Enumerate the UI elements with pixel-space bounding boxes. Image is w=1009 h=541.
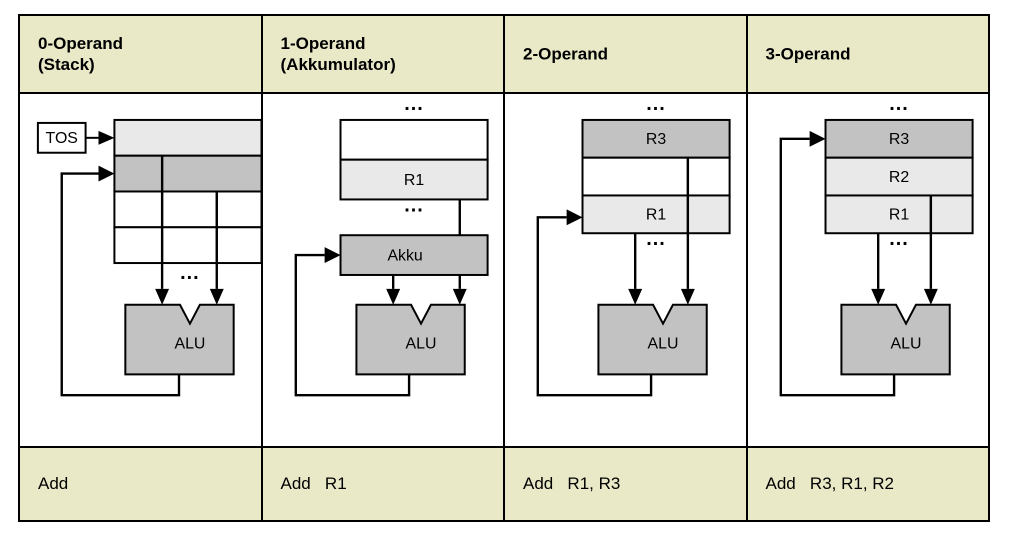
feedback-path: [294, 253, 410, 397]
stack-cell-0: [113, 118, 261, 157]
header-label-two-operand: 2-Operand: [523, 44, 609, 64]
register-cell-r1: [581, 194, 731, 235]
register-label-r3: R3: [646, 131, 666, 148]
feedback-arrowhead: [566, 209, 583, 226]
instruction-label-one-operand: Add R1: [280, 474, 347, 493]
feedback-path: [60, 172, 181, 397]
operand-arrowhead-left: [385, 288, 400, 305]
register-cell-r3: [824, 118, 974, 159]
comparison-table: 0-Operand (Stack) 1-Operand (Akkumulator…: [18, 14, 990, 522]
alu-label: ALU: [405, 336, 436, 353]
column-one-operand-header: 1-Operand (Akkumulator): [260, 16, 503, 92]
alu-shape: [124, 303, 235, 376]
header-label-three-operand: 3-Operand: [765, 44, 851, 64]
register-file-ellipsis-below: ...: [889, 228, 909, 250]
register-label-r2: R2: [888, 169, 908, 186]
register-file-ellipsis-below: ...: [404, 194, 424, 216]
register-cell-empty: [339, 118, 489, 161]
instruction-cell-zero-operand: Add: [20, 448, 261, 520]
accumulator-machine-diagram: ... R1 ... Akku: [294, 94, 489, 397]
alu-shape: [839, 303, 951, 376]
accumulator-box: [339, 234, 489, 276]
two-operand-machine-diagram: ... R3 R1 ...: [536, 94, 731, 397]
feedback-path: [779, 137, 895, 397]
feedback-arrowhead: [98, 165, 115, 182]
register-label-r1: R1: [646, 207, 666, 224]
register-cell-r3: [581, 118, 731, 159]
diagram-row: TOS ...: [20, 94, 988, 448]
tos-arrowhead: [98, 130, 115, 145]
diagram-two-operand: ... R3 R1 ...: [503, 94, 746, 446]
instruction-row: Add Add R1 Add R1, R3 Add R3, R1, R2: [20, 448, 988, 520]
instruction-label-three-operand: Add R3, R1, R2: [765, 474, 895, 493]
instruction-label-zero-operand: Add: [38, 474, 69, 493]
alu-shape: [354, 303, 466, 376]
stack-machine-diagram: TOS ...: [36, 118, 261, 397]
column-zero-operand-header: 0-Operand (Stack): [20, 16, 261, 92]
accumulator-label: Akku: [387, 247, 422, 264]
header-label-zero-operand: 0-Operand (Stack): [38, 33, 124, 74]
three-operand-machine-diagram: ... R3 R2 R1 ...: [779, 94, 974, 397]
feedback-arrowhead: [809, 130, 826, 147]
column-two-operand-header: 2-Operand: [503, 16, 746, 92]
register-cell-empty: [581, 156, 731, 197]
operand-arrowhead-right: [452, 288, 467, 305]
operand-arrowhead-left: [628, 288, 643, 305]
operand-arrowhead-right: [209, 288, 224, 305]
column-three-operand-header: 3-Operand: [745, 16, 988, 92]
alu-label: ALU: [648, 336, 679, 353]
operand-arrowhead-left: [870, 288, 885, 305]
register-file-ellipsis-above: ...: [889, 94, 909, 115]
register-file-ellipsis-below: ...: [646, 228, 666, 250]
alu-shape: [597, 303, 708, 376]
register-label-r1: R1: [888, 207, 908, 224]
instruction-cell-one-operand: Add R1: [260, 448, 503, 520]
alu-label: ALU: [890, 336, 921, 353]
register-file-ellipsis-above: ...: [646, 94, 666, 115]
operand-arrowhead-right: [680, 288, 695, 305]
header-label-one-operand: 1-Operand (Akkumulator): [280, 33, 396, 74]
diagram-three-operand: ... R3 R2 R1 ...: [745, 94, 988, 446]
tos-pointer-label: TOS: [46, 130, 78, 147]
feedback-path: [536, 216, 653, 397]
register-cell-r1: [339, 158, 489, 201]
operand-arrowhead-left: [155, 288, 170, 305]
diagram-one-operand: ... R1 ... Akku: [260, 94, 503, 446]
feedback-arrowhead: [324, 247, 341, 264]
diagram-zero-operand: TOS ...: [20, 94, 261, 446]
register-file-ellipsis-above: ...: [404, 94, 424, 115]
register-label-r3: R3: [888, 131, 908, 148]
header-row: 0-Operand (Stack) 1-Operand (Akkumulator…: [20, 16, 988, 94]
stack-cell-3: [113, 226, 261, 265]
operand-arrowhead-right: [923, 288, 938, 305]
instruction-cell-three-operand: Add R3, R1, R2: [745, 448, 988, 520]
alu-label: ALU: [174, 336, 205, 353]
register-cell-r1: [824, 194, 974, 235]
instruction-label-two-operand: Add R1, R3: [523, 474, 621, 493]
stack-ellipsis-below: ...: [180, 262, 200, 284]
instruction-cell-two-operand: Add R1, R3: [503, 448, 746, 520]
stack-cell-1: [113, 154, 261, 193]
stack-cell-2: [113, 190, 261, 229]
register-label-r1: R1: [403, 172, 423, 189]
